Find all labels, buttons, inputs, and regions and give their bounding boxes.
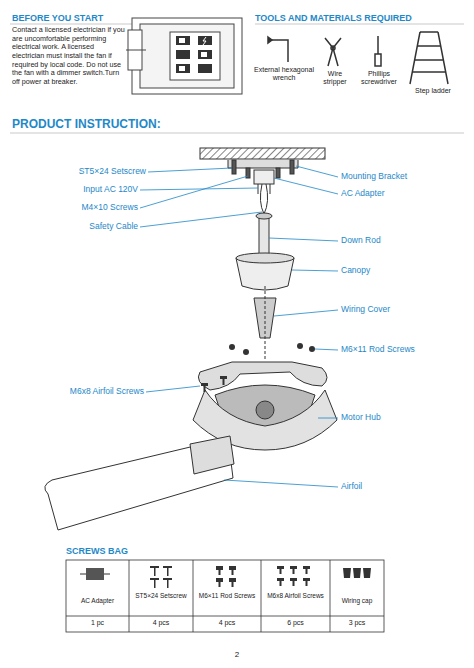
table-cell: 6 pcs xyxy=(262,619,329,627)
part-label: AC Adapter xyxy=(341,188,469,198)
table-cell: AC Adapter xyxy=(67,597,128,605)
part-label: Motor Hub xyxy=(341,412,469,422)
tool-name: External hexagonal wrench xyxy=(250,66,318,83)
part-label: Input AC 120V xyxy=(40,184,138,194)
tool-name: Phillips screwdriver xyxy=(354,70,404,87)
part-label: M4×10 Screws xyxy=(40,202,138,212)
table-cell: M6×11 Rod Screws xyxy=(194,592,260,600)
table-cell: 3 pcs xyxy=(331,619,383,627)
part-label: Mounting Bracket xyxy=(341,171,469,181)
part-label: M6x8 Airfoil Screws xyxy=(12,386,144,396)
part-label: Airfoil xyxy=(341,481,469,491)
tool-name: Wire stripper xyxy=(318,70,352,87)
part-label: Canopy xyxy=(341,265,469,275)
part-label: M6×11 Rod Screws xyxy=(341,344,469,354)
table-cell: Wiring cap xyxy=(331,597,383,605)
table-cell: 4 pcs xyxy=(194,619,260,627)
part-label: Safety Cable xyxy=(40,221,138,231)
table-cell: M6x8 Airfoil Screws xyxy=(262,592,329,600)
section-heading: PRODUCT INSTRUCTION: xyxy=(12,117,262,131)
note-text: Contact a licensed electrician if you ar… xyxy=(12,26,128,86)
table-cell: 1 pc xyxy=(67,619,128,627)
section-heading: BEFORE YOU START xyxy=(12,13,242,24)
part-label: Wiring Cover xyxy=(341,304,469,314)
section-heading: TOOLS AND MATERIALS REQUIRED xyxy=(255,13,465,24)
table-cell: ST5×24 Setscrew xyxy=(130,592,192,600)
part-label: ST5×24 Setscrew xyxy=(40,166,146,176)
table-cell: 4 pcs xyxy=(130,619,192,627)
tool-name: Step ladder xyxy=(408,87,458,95)
page-number: 2 xyxy=(217,650,257,660)
section-heading: SCREWS BAG xyxy=(66,546,266,557)
part-label: Down Rod xyxy=(341,235,469,245)
